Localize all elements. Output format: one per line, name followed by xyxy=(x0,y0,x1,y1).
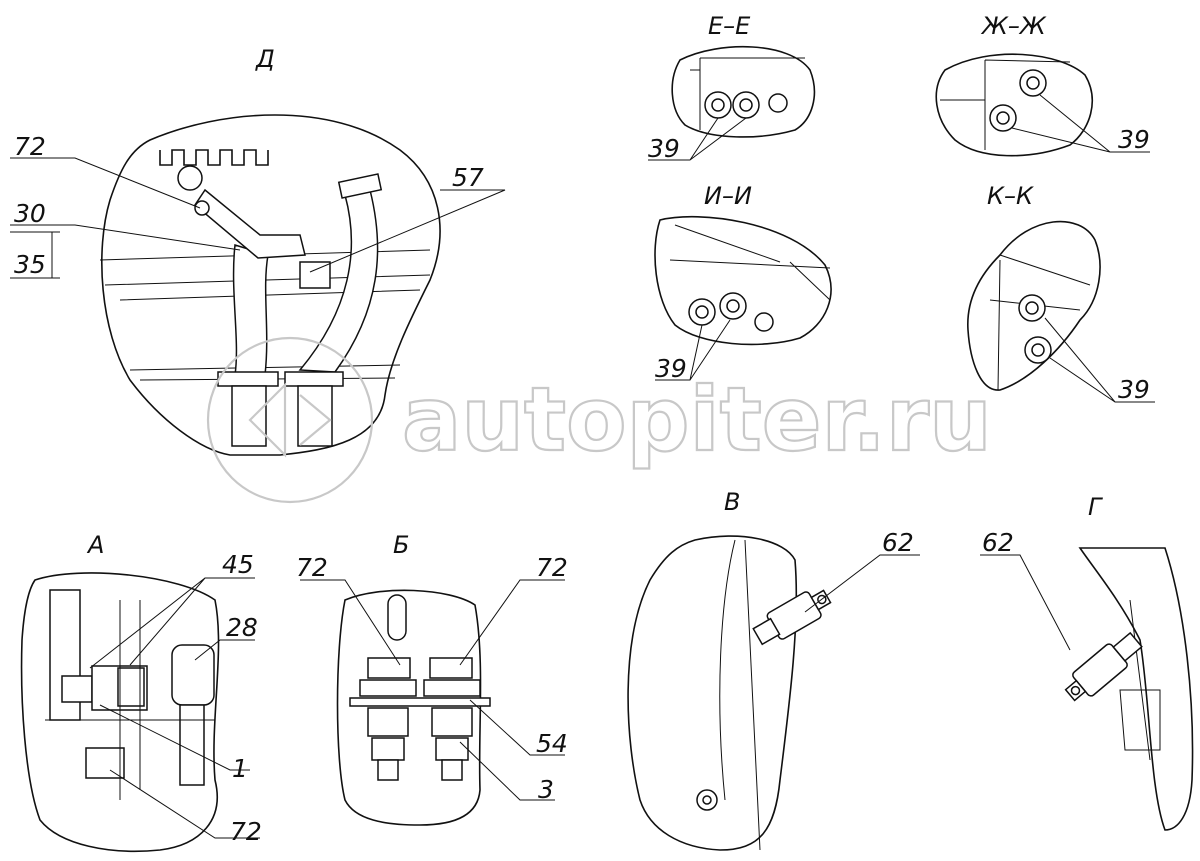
watermark-logo-glyph xyxy=(248,382,332,458)
watermark: autopiter.ru xyxy=(206,336,993,504)
view-g-outline xyxy=(1078,547,1194,831)
clamp-right xyxy=(284,371,344,387)
view-ee-title: Е–Е xyxy=(708,12,751,40)
watermark-text: autopiter.ru xyxy=(402,368,992,471)
wing-nut xyxy=(177,165,203,191)
view-a xyxy=(20,572,260,853)
pipe-left xyxy=(231,385,267,447)
view-b-title: Б xyxy=(393,531,409,559)
view-d-outline xyxy=(101,114,441,456)
leader-72-b-right xyxy=(459,579,565,666)
view-g-title: Г xyxy=(1088,493,1103,521)
bracket xyxy=(299,261,331,289)
leader-72-b-left xyxy=(300,579,401,666)
view-zhzh xyxy=(935,53,1150,157)
view-kk-title: К–К xyxy=(987,182,1034,210)
ref-72-b-left: 72 xyxy=(296,553,328,582)
leader-57-d xyxy=(309,189,506,273)
view-v xyxy=(627,535,920,851)
sensor-v xyxy=(752,589,832,646)
view-b xyxy=(300,579,565,826)
leader-54-b xyxy=(469,699,565,756)
leader-28-a xyxy=(194,639,255,661)
ref-72-d: 72 xyxy=(14,132,46,161)
leader-39-zhzh xyxy=(1011,94,1150,153)
leader-30-d xyxy=(10,224,241,251)
view-zhzh-outline xyxy=(935,53,1093,157)
view-a-title: А xyxy=(86,531,104,559)
hose-fitting-a xyxy=(171,644,215,706)
ref-28-a: 28 xyxy=(226,613,258,642)
view-ii-title: И–И xyxy=(704,182,752,210)
ref-1-a: 1 xyxy=(232,754,248,783)
leader-39-ii xyxy=(655,319,731,381)
view-zhzh-title: Ж–Ж xyxy=(980,12,1047,40)
clamp-bolt xyxy=(194,200,210,216)
sensor-g xyxy=(1064,631,1143,702)
leader-72-a xyxy=(109,769,260,839)
ref-54-b: 54 xyxy=(536,729,568,758)
ref-45-a: 45 xyxy=(222,550,254,579)
hose-collar xyxy=(337,173,383,199)
leader-72-d xyxy=(10,157,201,209)
leader-39-ee xyxy=(648,117,747,161)
view-ii xyxy=(654,215,832,381)
view-ii-outline xyxy=(654,215,832,346)
leader-3-b xyxy=(459,741,555,801)
ref-35-d: 35 xyxy=(14,250,46,279)
view-v-title: В xyxy=(724,488,740,516)
leader-62-v xyxy=(804,554,920,613)
view-d-title: Д xyxy=(255,45,275,73)
view-kk xyxy=(967,220,1155,403)
fitting-a xyxy=(61,675,93,703)
watermark-logo-circle xyxy=(206,336,374,504)
leader-39-kk xyxy=(1044,317,1155,403)
clamp-a xyxy=(85,747,125,779)
leader-62-g xyxy=(980,554,1071,651)
ref-62-g: 62 xyxy=(982,528,1014,557)
leader-45-a xyxy=(89,577,255,669)
leader-1-a xyxy=(99,704,250,771)
ref-30-d: 30 xyxy=(14,199,46,228)
ref-62-v: 62 xyxy=(882,528,914,557)
ref-39-kk: 39 xyxy=(1118,375,1150,404)
clamp-left xyxy=(217,371,279,387)
ref-72-a: 72 xyxy=(230,817,262,846)
ref-3-b: 3 xyxy=(538,775,554,804)
view-ee xyxy=(648,45,816,161)
ref-57-d: 57 xyxy=(452,163,484,192)
ref-72-b-right: 72 xyxy=(536,553,568,582)
dimension-bracket-30-35 xyxy=(10,231,60,279)
ref-39-ii: 39 xyxy=(655,354,687,383)
comb-teeth xyxy=(159,149,269,166)
ref-39-zhzh: 39 xyxy=(1118,125,1150,154)
ref-39-ee: 39 xyxy=(648,134,680,163)
view-v-outline xyxy=(627,535,798,851)
view-g xyxy=(980,547,1194,831)
